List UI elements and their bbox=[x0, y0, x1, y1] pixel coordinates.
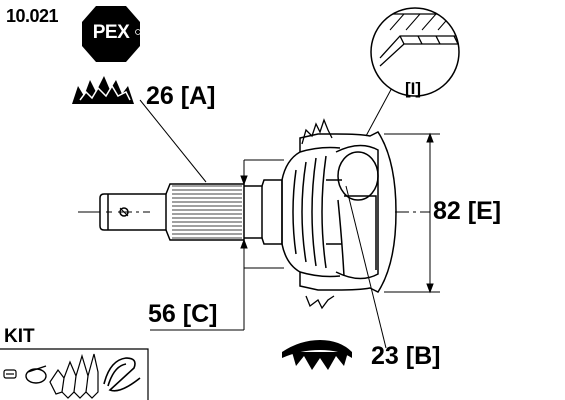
dimension-label-a: 26 [A] bbox=[146, 82, 216, 110]
dimension-label-b: 23 [B] bbox=[371, 342, 441, 370]
detail-label-i: [I] bbox=[405, 79, 422, 98]
detail-magnifier-icon bbox=[370, 7, 460, 97]
part-number: 10.021 bbox=[6, 6, 59, 26]
abs-ring bbox=[301, 118, 335, 310]
seal-neck bbox=[244, 179, 283, 245]
joint-housing bbox=[281, 131, 397, 293]
pex-logo-icon bbox=[82, 6, 141, 62]
kit-label: KIT bbox=[4, 326, 35, 347]
outer-spline-teeth-icon bbox=[72, 76, 134, 104]
inner-spline-teeth-icon bbox=[282, 340, 352, 370]
dimension-label-c: 56 [C] bbox=[148, 300, 218, 328]
brand-logo-text: PEX bbox=[92, 22, 130, 43]
kit-clamp-icon bbox=[25, 365, 47, 384]
kit-clip-icon bbox=[3, 369, 17, 379]
shaft-splines bbox=[172, 185, 242, 239]
dimension-lines bbox=[139, 83, 440, 349]
kit-box bbox=[0, 348, 149, 400]
kit-band-icon bbox=[103, 357, 141, 392]
kit-boot-icon bbox=[49, 353, 99, 399]
dimension-label-e: 82 [E] bbox=[433, 197, 502, 225]
